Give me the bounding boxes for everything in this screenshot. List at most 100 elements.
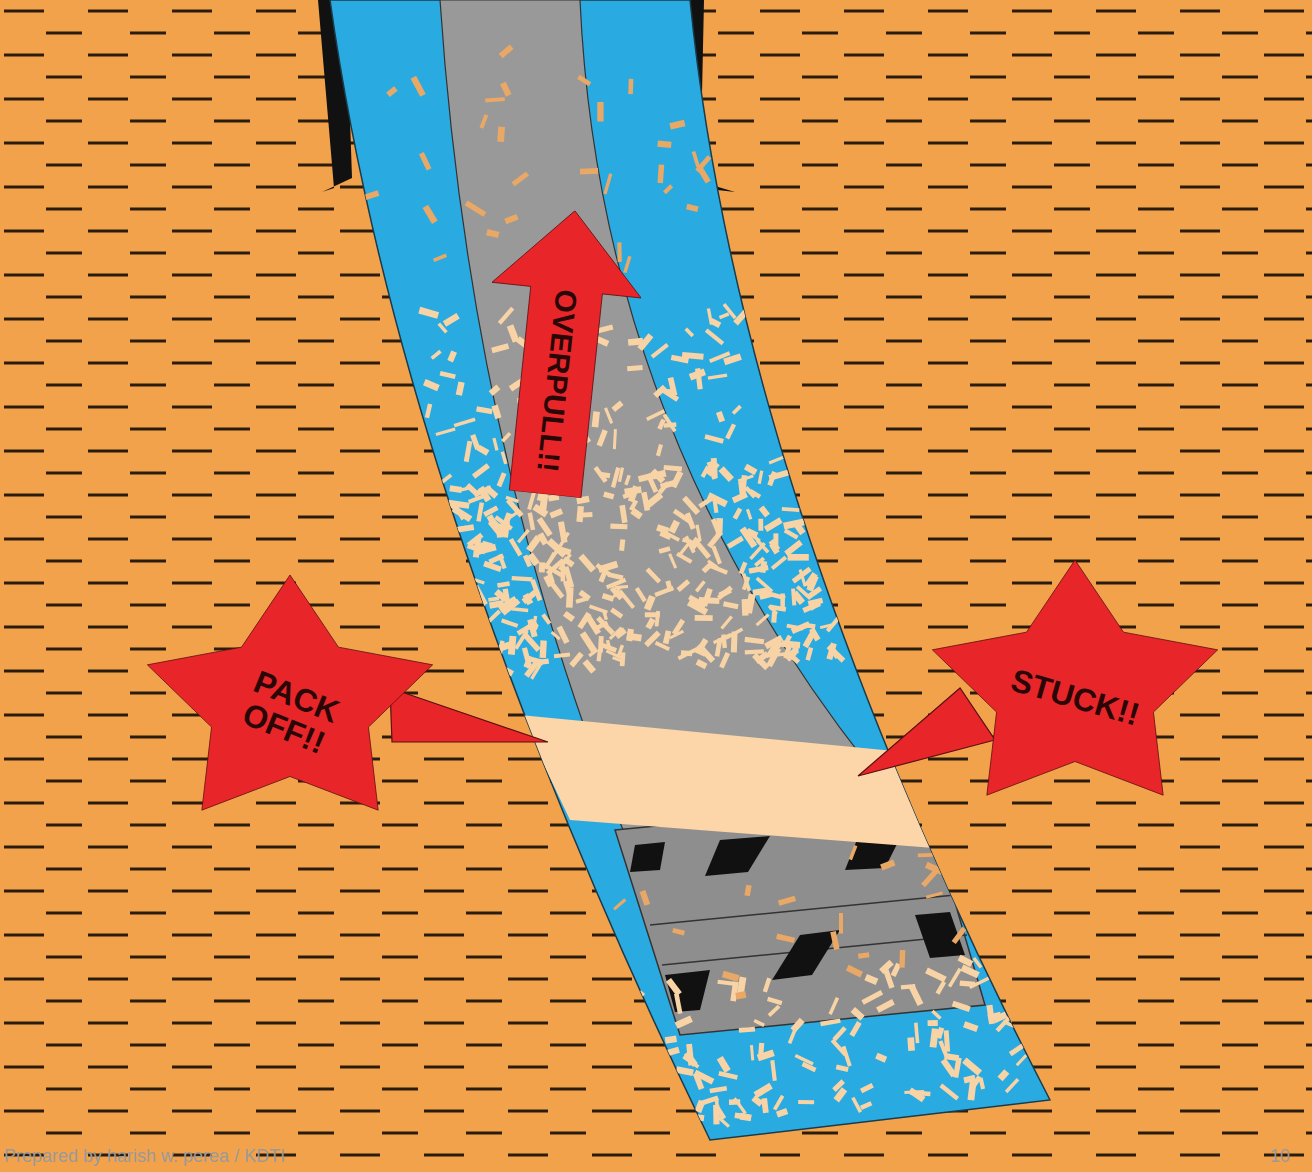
cutting	[627, 365, 643, 371]
cutting	[997, 1069, 1009, 1081]
cutting	[603, 173, 612, 194]
tool-joint-line	[650, 895, 955, 925]
cutting	[820, 624, 832, 630]
cutting	[668, 377, 678, 396]
cutting	[551, 631, 561, 640]
cutting	[682, 496, 700, 515]
cutting	[925, 968, 947, 983]
cutting	[664, 531, 680, 542]
cutting	[802, 601, 821, 613]
cutting	[768, 1005, 781, 1017]
cutting	[523, 655, 531, 667]
cutting	[958, 955, 974, 967]
cutting	[858, 952, 870, 959]
cutting	[500, 82, 511, 97]
cutting	[786, 624, 803, 631]
cutting	[1009, 1041, 1028, 1056]
cutting	[707, 308, 713, 325]
cutting	[489, 385, 501, 396]
cutting	[788, 554, 809, 561]
cutting	[603, 491, 614, 499]
cutting	[425, 403, 432, 418]
cutting	[557, 625, 570, 644]
cutting	[752, 653, 769, 670]
overpull-arrow: OVERPULL!!	[471, 203, 650, 502]
cutting	[828, 997, 839, 1015]
cutting	[773, 1095, 784, 1111]
cutting	[744, 486, 756, 498]
cutting	[782, 507, 800, 512]
cutting	[776, 934, 795, 943]
cutting	[754, 557, 765, 567]
cutting	[784, 528, 799, 539]
footer-credit: Prepared by harish w. perea / KDTI	[4, 1146, 285, 1167]
cutting	[756, 577, 774, 593]
cutting	[716, 518, 723, 535]
cutting	[796, 585, 812, 600]
cutting	[597, 429, 608, 447]
cutting	[431, 350, 442, 360]
cutting	[670, 471, 683, 489]
cutting	[687, 600, 708, 616]
cutting	[439, 473, 452, 484]
cutting	[799, 569, 807, 587]
cutting	[860, 1083, 874, 1093]
cutting	[748, 565, 768, 574]
cutting	[668, 553, 677, 568]
cutting	[569, 652, 583, 668]
cutting	[501, 451, 508, 464]
cutting	[563, 611, 575, 622]
cutting	[851, 1097, 862, 1113]
cutting	[695, 615, 713, 621]
cutting	[826, 613, 843, 632]
cutting	[733, 508, 743, 520]
cutting	[910, 1090, 931, 1096]
cutting	[962, 1058, 982, 1076]
cutting	[704, 434, 723, 444]
cutting	[418, 307, 439, 319]
cutting	[561, 565, 566, 581]
cutting	[770, 1060, 777, 1081]
cutting	[497, 472, 507, 487]
cutting	[798, 1100, 814, 1104]
cutting	[508, 636, 517, 655]
cutting	[727, 536, 744, 549]
cutting	[598, 636, 604, 653]
cutting	[454, 417, 476, 427]
cutting	[802, 1062, 817, 1072]
cutting	[740, 475, 747, 495]
cutting	[668, 520, 680, 534]
callout-star: PACK OFF!!	[140, 575, 440, 835]
drill-pipe	[440, 0, 905, 835]
page-number: 10	[1270, 1146, 1290, 1167]
cutting	[832, 1026, 846, 1041]
cutting	[918, 853, 933, 857]
cutting	[766, 647, 781, 668]
cutting	[664, 465, 683, 471]
cutting	[479, 114, 488, 129]
cutting	[707, 560, 718, 569]
cutting	[876, 999, 895, 1013]
cutting	[880, 860, 895, 871]
cutting	[617, 242, 621, 262]
cutting	[842, 1046, 852, 1067]
cutting	[582, 659, 596, 673]
cutting	[788, 1029, 797, 1044]
cutting	[657, 140, 671, 148]
cutting	[476, 594, 485, 608]
shape-outline	[147, 575, 432, 810]
cutting	[637, 333, 653, 351]
cutting	[753, 1083, 772, 1098]
cutting	[675, 1015, 693, 1028]
cutting	[624, 475, 631, 486]
cutting	[756, 539, 770, 554]
cutting	[452, 506, 473, 522]
cutting	[709, 564, 728, 575]
cutting	[651, 343, 669, 358]
cutting	[767, 471, 777, 486]
cutting	[619, 505, 627, 523]
cutting	[790, 1018, 804, 1033]
cutting	[739, 1027, 755, 1033]
cutting	[611, 401, 623, 412]
cutting	[717, 1056, 731, 1073]
